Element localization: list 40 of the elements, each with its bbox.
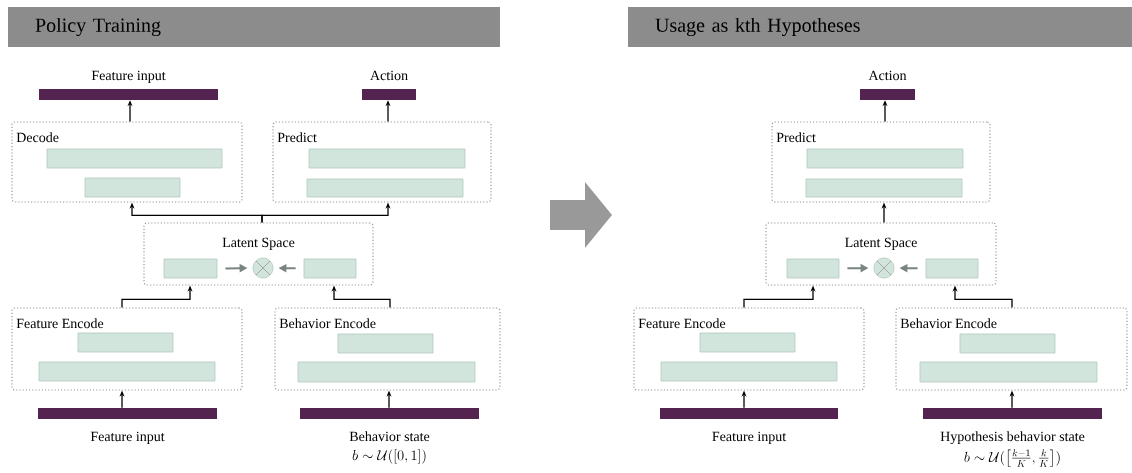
layer-bar (959, 333, 1056, 354)
layer-bar (925, 258, 979, 279)
layer-bar (77, 332, 174, 353)
module-box: Decode (11, 121, 243, 203)
bar-label: Feature input (712, 431, 787, 444)
layer-bar (786, 258, 840, 279)
layer-bar (919, 361, 1098, 383)
header-band: Usage as kth Hypotheses (628, 7, 1132, 47)
module-box: Behavior Encode (274, 307, 501, 391)
layer-bar (805, 178, 963, 198)
product-circle (252, 257, 274, 279)
layer-bar (308, 148, 466, 169)
distribution-formula: $b \sim \mathcal{U}(\big[\tfrac{k-1}{K},\tfrac{k}{K}\big])$ (964, 449, 1060, 467)
bar-label: Hypothesis behavior state (940, 431, 1085, 444)
module-box: Predict (771, 121, 991, 203)
module-box: Latent Space (765, 222, 997, 286)
bar-label: Feature input (91, 70, 166, 83)
layer-bar (660, 361, 838, 382)
layer-bar (303, 258, 357, 279)
bar-label: Action (868, 70, 907, 81)
header-band: Policy Training (8, 7, 500, 47)
layer-bar (84, 177, 181, 198)
module-box: Behavior Encode (895, 307, 1128, 391)
layer-bar (46, 148, 223, 169)
layer-bar (699, 332, 796, 353)
layer-bar (806, 148, 964, 169)
layer-bar (297, 361, 476, 383)
bar-label: Feature input (90, 431, 165, 444)
bar-label: Action (370, 70, 408, 81)
layer-bar (337, 333, 434, 354)
module-box: Feature Encode (633, 307, 865, 391)
module-box: Feature Encode (11, 307, 243, 391)
layer-bar (38, 361, 216, 382)
distribution-formula: $b \sim \mathcal{U}([0,1])$ (352, 449, 426, 464)
module-box: Latent Space (143, 222, 374, 286)
product-circle (873, 257, 895, 279)
module-box: Predict (272, 121, 492, 203)
layer-bar (163, 258, 218, 279)
bar-label: Behavior state (349, 431, 430, 442)
layer-bar (306, 178, 464, 198)
